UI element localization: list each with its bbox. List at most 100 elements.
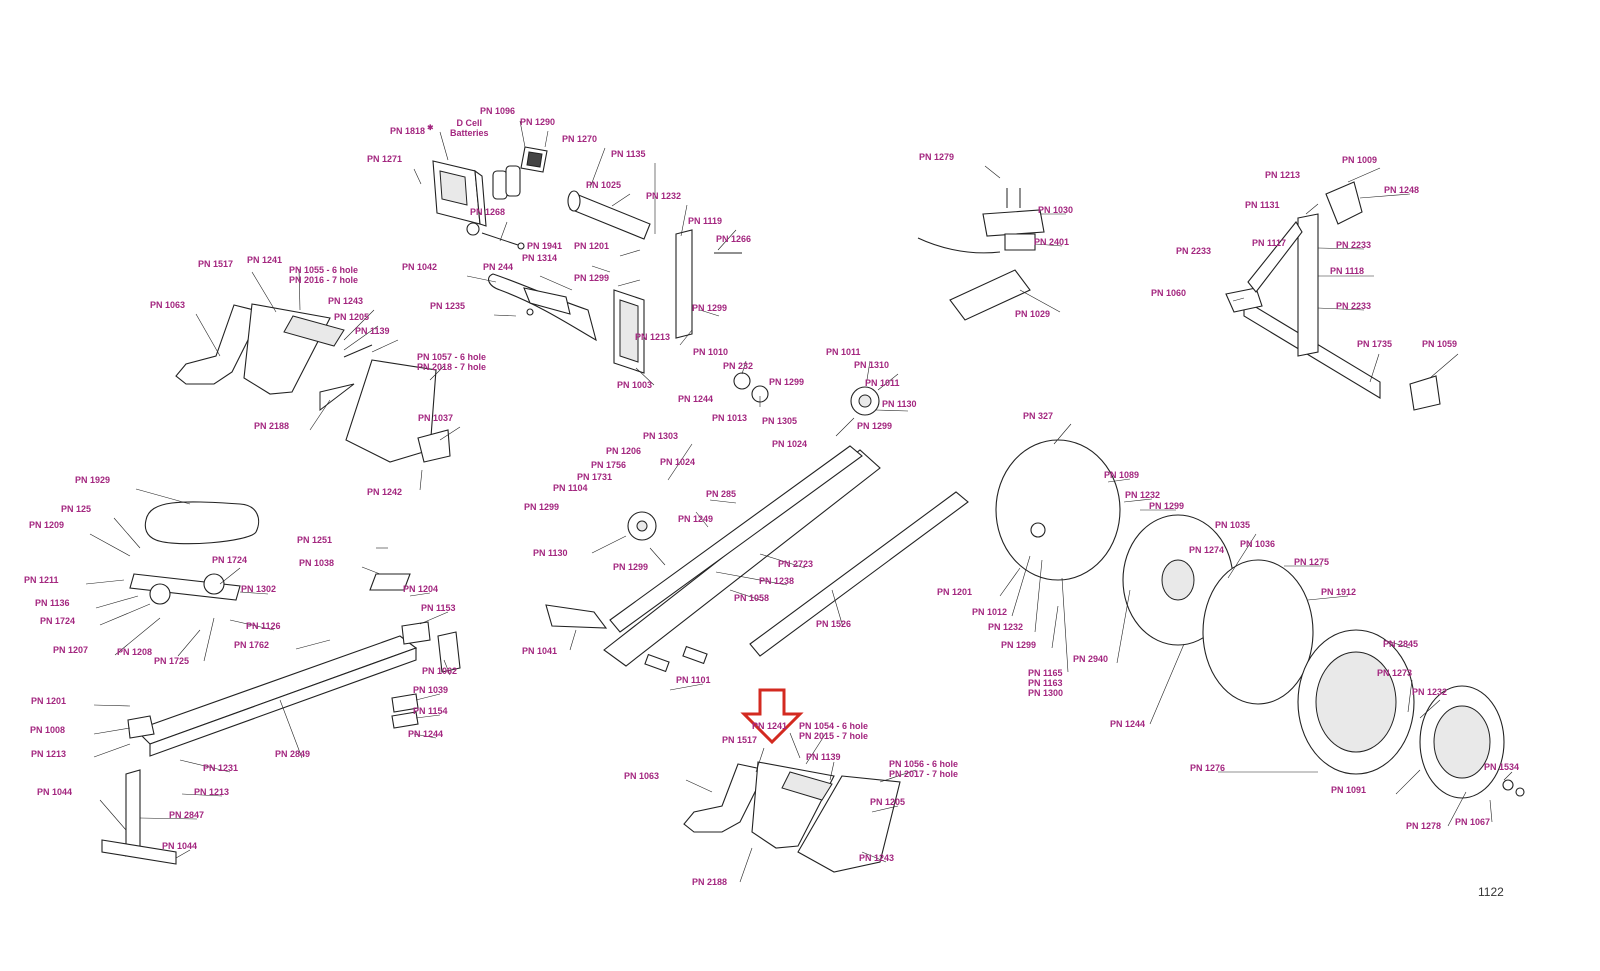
part-label-pn1067: PN 1067 (1455, 817, 1490, 827)
part-label-line: PN 1305 (762, 416, 798, 426)
part-label-line: PN 1039 (413, 685, 449, 695)
part-label-line: PN 1130 (533, 548, 568, 558)
part-label-pn1036: PN 1036 (1240, 539, 1275, 549)
part-label-pn1208: PN 1208 (117, 647, 152, 657)
part-label-line: PN 1037 (418, 413, 454, 423)
part-label-line: PN 1243 (859, 853, 895, 863)
part-label-pn1044b: PN 1044 (162, 841, 197, 851)
part-label-pn1012: PN 1012 (972, 607, 1007, 617)
part-label-line: PN 285 (706, 489, 737, 499)
part-label-line: PN 2845 (1383, 639, 1419, 649)
part-label-line: PN 1101 (676, 675, 711, 685)
part-label-line: PN 1731 (577, 472, 613, 482)
part-label-pn1735: PN 1735 (1357, 339, 1392, 349)
part-label-pn327: PN 327 (1023, 411, 1053, 421)
part-label-line: PN 1213 (1265, 170, 1301, 180)
part-label-line: PN 1912 (1321, 587, 1357, 597)
part-label-pn1117: PN 1117 (1252, 238, 1286, 248)
part-label-line: PN 1299 (613, 562, 649, 572)
part-label-pn2849: PN 2849 (275, 749, 310, 759)
part-label-line: PN 327 (1023, 411, 1054, 421)
part-label-line: D Cell (456, 118, 483, 128)
part-label-pn1010: PN 1010 (693, 347, 728, 357)
flywheel-housing (995, 439, 1525, 799)
part-label-line: PN 1762 (234, 640, 270, 650)
part-label-line: PN 2233 (1176, 246, 1212, 256)
part-label-pn1135: PN 1135 (611, 149, 646, 159)
part-label-pn1271: PN 1271 (367, 154, 402, 164)
part-label-line: PN 2723 (778, 559, 814, 569)
part-label-pn1009: PN 1009 (1342, 155, 1377, 165)
part-label-pn1241a: PN 1241 (247, 255, 282, 265)
part-label-pn1517a: PN 1517 (198, 259, 233, 269)
part-label-line: PN 1303 (643, 431, 679, 441)
part-label-line: PN 1091 (1331, 785, 1367, 795)
part-label-line: PN 1206 (606, 446, 642, 456)
footboard-assembly-lower (683, 761, 901, 873)
footboard-assembly-left (175, 303, 451, 463)
part-label-line: PN 1735 (1357, 339, 1393, 349)
part-label-pn1232d: PN 1232 (1412, 687, 1447, 697)
part-label-line: PN 1204 (403, 584, 439, 594)
part-label-line: PN 1044 (162, 841, 198, 851)
part-label-line: PN 1011 (826, 347, 861, 357)
part-label-pn1274: PN 1274 (1189, 545, 1224, 555)
part-label-pn1029: PN 1029 (1015, 309, 1050, 319)
part-label-pn2845: PN 2845 (1383, 639, 1418, 649)
part-label-line: PN 2847 (169, 810, 205, 820)
part-label-line: PN 1025 (586, 180, 622, 190)
part-label-line: PN 1241 (752, 721, 788, 731)
monitor-assembly (432, 146, 651, 250)
part-label-pn1136: PN 1136 (35, 598, 70, 608)
part-label-line: PN 1041 (522, 646, 558, 656)
part-label-line: PN 1266 (716, 234, 752, 244)
part-label-line: PN 1201 (31, 696, 67, 706)
part-label-line: PN 1201 (574, 241, 610, 251)
part-label-line: PN 1274 (1189, 545, 1225, 555)
part-label-pn2233c: PN 2233 (1336, 301, 1371, 311)
part-label-pn1154: PN 1154 (413, 706, 448, 716)
part-label-line: PN 1130 (882, 399, 917, 409)
part-label-pn1011b: PN 1011 (865, 378, 900, 388)
part-label-pn232: PN 232 (723, 361, 753, 371)
part-label-pn1207: PN 1207 (53, 645, 88, 655)
center-rail-assembly (545, 372, 969, 673)
part-label-line: PN 1725 (154, 656, 190, 666)
part-label-line: PN 1030 (1038, 205, 1074, 215)
part-label-line: PN 2017 - 7 hole (889, 769, 959, 779)
part-label-pn2723: PN 2723 (778, 559, 813, 569)
part-label-pn1244c: PN 1244 (408, 729, 443, 739)
part-label-line: PN 1055 - 6 hole (289, 265, 359, 275)
part-label-pn1037: PN 1037 (418, 413, 453, 423)
asterisk-mark: ✱ (425, 123, 434, 132)
monitor-arm-assembly (1225, 181, 1441, 411)
part-label-line: PN 1117 (1252, 238, 1287, 248)
part-label-line: PN 1104 (553, 483, 588, 493)
part-label-pn1063b: PN 1063 (624, 771, 659, 781)
part-label-pn1003: PN 1003 (617, 380, 652, 390)
part-label-line: PN 1818 ✱ (390, 123, 434, 136)
part-label-line: PN 125 (61, 504, 92, 514)
part-label-line: PN 1517 (722, 735, 758, 745)
part-label-pn1205b: PN 1205 (870, 797, 905, 807)
part-label-pn1131: PN 1131 (1245, 200, 1280, 210)
part-label-line: PN 1724 (40, 616, 76, 626)
part-label-line: PN 2849 (275, 749, 311, 759)
part-label-line: PN 1517 (198, 259, 234, 269)
part-label-line: PN 1231 (203, 763, 239, 773)
part-label-line: PN 1232 (1125, 490, 1161, 500)
part-label-pn2188b: PN 2188 (692, 877, 727, 887)
part-label-line: PN 1249 (678, 514, 714, 524)
part-label-pn1534: PN 1534 (1484, 762, 1519, 772)
part-label-line: PN 1273 (1377, 668, 1413, 678)
part-label-line: PN 1251 (297, 535, 333, 545)
part-label-pn1244a: PN 1244 (678, 394, 713, 404)
part-label-line: PN 1139 (806, 752, 841, 762)
part-label-line: PN 1300 (1028, 688, 1064, 698)
part-label-line: PN 1213 (635, 332, 671, 342)
part-label-pn1238: PN 1238 (759, 576, 794, 586)
part-label-line: PN 1302 (241, 584, 277, 594)
